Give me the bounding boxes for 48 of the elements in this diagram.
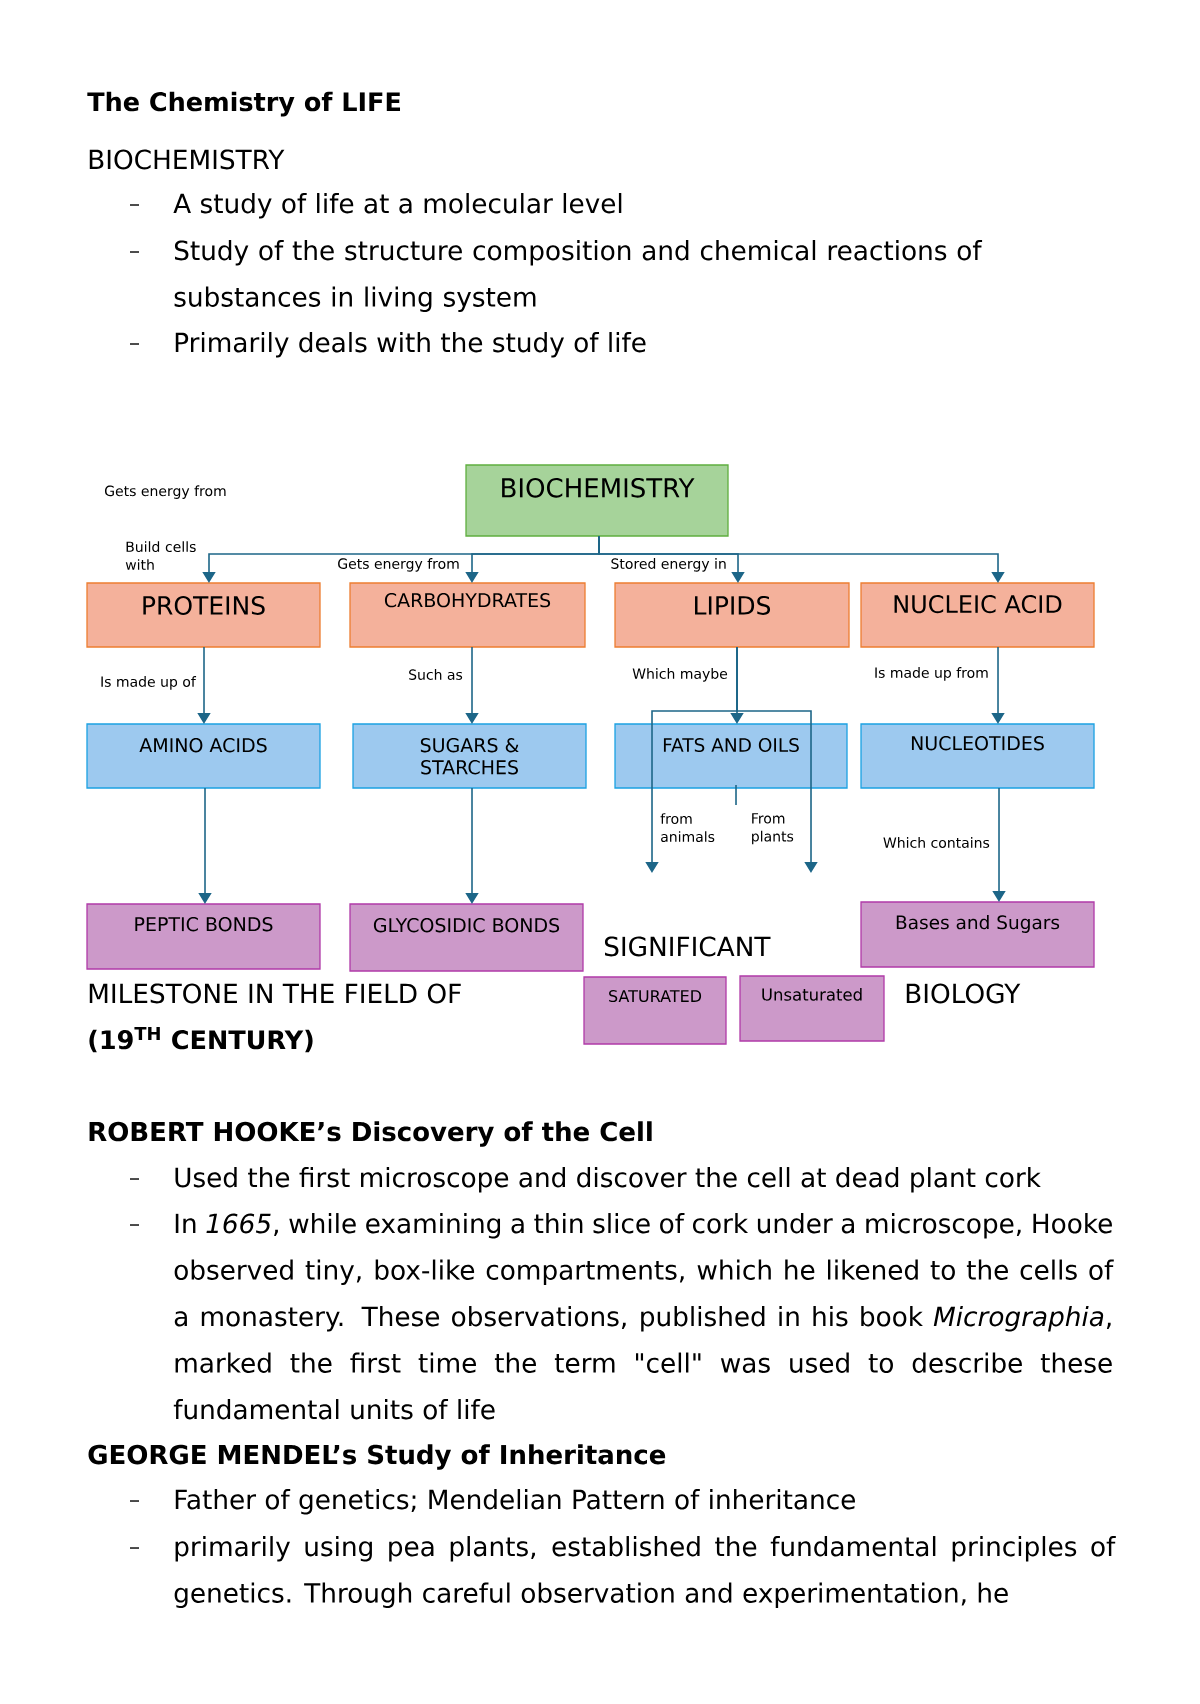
edge-label: Is made up from: [873, 666, 990, 682]
arrow: [991, 646, 1005, 724]
edge-label: From plants: [749, 812, 804, 846]
concept-box: Bases and Sugars: [860, 901, 1095, 968]
bullet-text: A study of life at a molecular level: [173, 193, 622, 219]
concept-box: PROTEINS: [86, 582, 321, 648]
edge-label: Which contains: [881, 836, 991, 849]
arrow: [197, 646, 211, 724]
arrow: [992, 787, 1006, 902]
edge-label: Stored energy in: [609, 557, 728, 573]
concept-box: FATS AND OILS: [614, 723, 848, 789]
caption-text: BIOLOGY: [906, 983, 1021, 1004]
caption-text: (19$^{TH}$ CENTURY): [89, 1026, 313, 1053]
caption-text: MILESTONE IN THE FIELD OF: [89, 983, 461, 1004]
edge-label: Such as: [407, 668, 464, 681]
section-heading: GEORGE MENDEL’s Study of Inheritance: [88, 1444, 666, 1470]
edge-label: Gets energy from: [336, 557, 461, 573]
arrow: [736, 646, 818, 873]
bullet-text: Used the first microscope and discover the cell at dead plant cork: [175, 1167, 1041, 1193]
edge-label: Which maybe: [631, 667, 729, 683]
arrow: [598, 535, 1005, 583]
concept-box: NUCLEOTIDES: [860, 723, 1095, 789]
edge-label: Build cells with: [124, 540, 203, 571]
concept-box: BIOCHEMISTRY: [465, 464, 729, 537]
edge-label: from animals: [659, 812, 724, 844]
arrow: [465, 646, 479, 724]
bullet-text: Father of genetics; Mendelian Pattern of inheritance: [175, 1489, 855, 1515]
page-title: The Chemistry of LIFE: [87, 91, 400, 117]
edge-label: Is made up of: [99, 675, 197, 691]
concept-box: SUGARS & STARCHES: [352, 723, 587, 789]
concept-box: AMINO ACIDS: [86, 723, 321, 789]
bullet-text: In 1665, while examining a thin slice of cork under a microscope, Hooke observed tiny, box-like compartments, which he likened to the cells of a monastery. These observations, published in his book Micrographia, marked the first time the term "cell" was used to describe these fundamental units of life: [173, 1213, 1114, 1420]
subheading: BIOCHEMISTRY: [89, 149, 285, 170]
concept-box: LIPIDS: [614, 582, 850, 648]
section-heading: ROBERT HOOKE’s Discovery of the Cell: [89, 1121, 652, 1147]
bullet-text: Study of the structure composition and chemical reactions of substances in living system: [174, 240, 983, 312]
caption-text: SIGNIFICANT: [604, 936, 771, 957]
bullet-text: Primarily deals with the study of life: [175, 332, 646, 358]
concept-box: NUCLEIC ACID: [860, 582, 1095, 648]
floating-label: Gets energy from: [105, 485, 226, 499]
concept-box: PEPTIC BONDS: [86, 903, 321, 970]
concept-box: GLYCOSIDIC BONDS: [349, 903, 584, 972]
arrow: [198, 787, 212, 904]
concept-box: SATURATED: [583, 976, 727, 1045]
arrow: [465, 787, 479, 904]
concept-box: Unsaturated: [739, 975, 885, 1042]
bullet-text: primarily using pea plants, established the fundamental principles of genetics. Through careful observation and experimentation, he: [174, 1536, 1116, 1608]
concept-box: CARBOHYDRATES: [349, 582, 586, 648]
